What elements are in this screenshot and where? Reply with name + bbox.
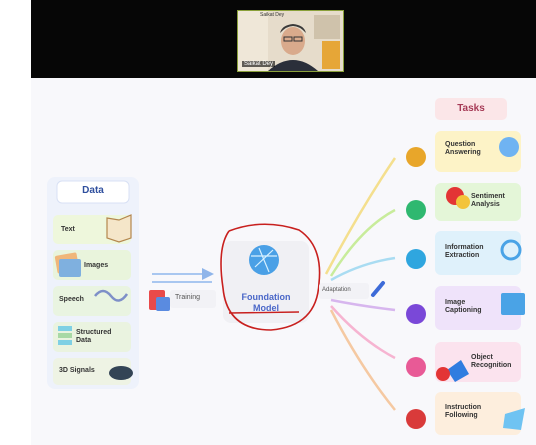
cube-icon xyxy=(447,360,469,382)
tasks-header: Tasks xyxy=(457,103,485,114)
participant-top-name: Saikat Dey xyxy=(260,12,285,18)
data-item-3d: 3D Signals xyxy=(59,367,95,374)
model-label-line1: Foundation xyxy=(241,292,291,302)
book-icon xyxy=(106,214,132,243)
task-ball-4 xyxy=(406,304,426,324)
magnifier-icon xyxy=(500,239,522,261)
waveform-icon xyxy=(94,289,129,302)
table-icon xyxy=(58,326,72,331)
annotation-circle xyxy=(220,223,321,331)
model-box xyxy=(223,241,309,323)
signal-device-icon xyxy=(109,366,133,380)
participant-caption: Saikat Dey xyxy=(242,61,276,67)
data-item-images: Images xyxy=(84,262,109,269)
data-item-text: Text xyxy=(61,226,75,233)
training-label: Training xyxy=(175,294,201,301)
shared-slide: Data Text Images Speech Structured Data … xyxy=(31,78,536,445)
question-icon xyxy=(499,137,519,157)
participant-video-tile[interactable]: Saikat Dey Saikat Dey xyxy=(237,10,344,72)
slide-graphics xyxy=(47,98,525,435)
left-margin xyxy=(0,0,31,445)
participant-video xyxy=(238,11,343,71)
model-label-line2: Model xyxy=(253,303,279,313)
tasks-header-box xyxy=(435,98,507,120)
participant-strip: Saikat Dey Saikat Dey xyxy=(31,0,536,78)
instruction-icon xyxy=(503,408,525,430)
picture-icon xyxy=(501,293,525,315)
data-panel xyxy=(47,177,139,389)
task-ball-5 xyxy=(406,357,426,377)
data-item-speech: Speech xyxy=(59,296,84,303)
pencil-icon xyxy=(371,281,385,297)
task-ball-2 xyxy=(406,200,426,220)
task-ball-3 xyxy=(406,249,426,269)
data-header: Data xyxy=(82,185,104,196)
meeting-window: Saikat Dey Saikat Dey xyxy=(31,0,536,445)
task-ball-6 xyxy=(406,409,426,429)
data-item-structured: Structured Data xyxy=(76,329,112,344)
task-ball-1 xyxy=(406,147,426,167)
adaptation-label: Adaptation xyxy=(322,287,351,293)
